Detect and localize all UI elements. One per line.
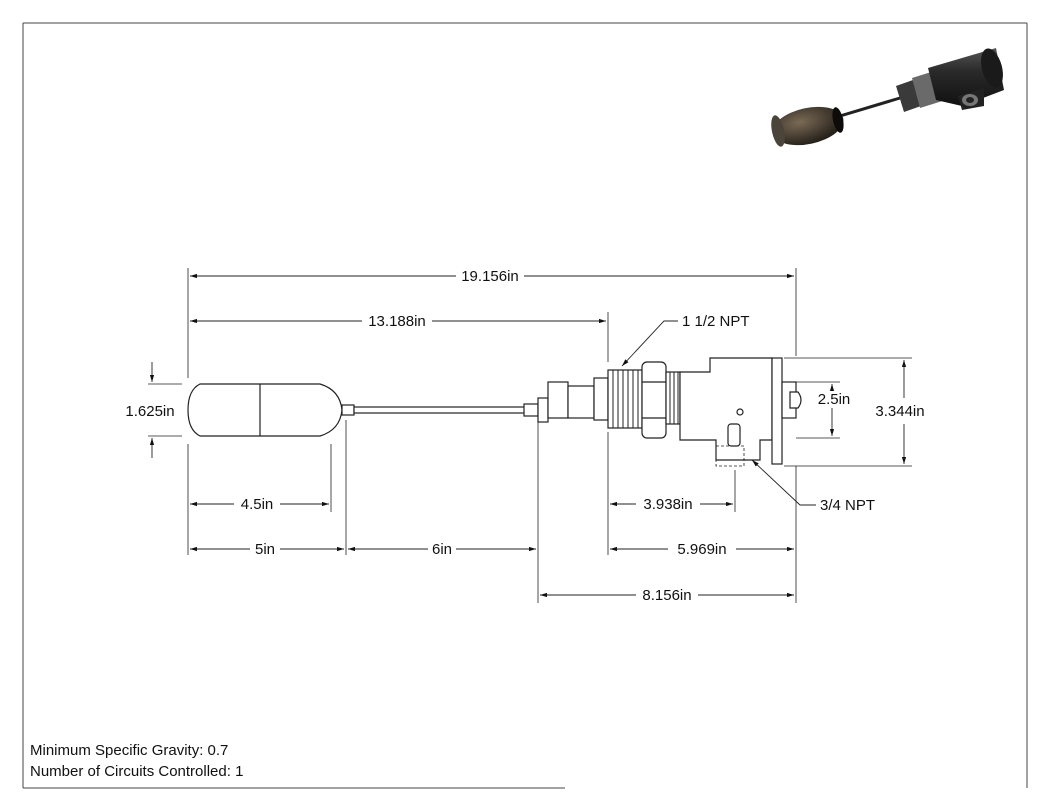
dim-stem-length: 6in [432, 541, 452, 558]
npt-thread [607, 369, 643, 429]
stem [353, 406, 527, 414]
dimension-labels: 19.156in 13.188in 1.625in 4.5in 5in 6in … [125, 268, 924, 604]
flange [771, 357, 783, 465]
dimension-lines [149, 273, 907, 598]
housing-hole [736, 408, 744, 416]
leader-process [621, 320, 678, 367]
housing [679, 357, 773, 461]
dim-float-section: 5in [255, 541, 275, 558]
dim-housing-height: 2.5in [818, 391, 851, 408]
fitting-step [593, 377, 609, 421]
dim-flange-height: 3.344in [875, 403, 924, 420]
neck-threads [669, 372, 679, 424]
adaptor [537, 397, 549, 423]
dim-fitting-to-conduit: 3.938in [643, 496, 692, 513]
conduit-port [715, 445, 745, 467]
note-specific-gravity: Minimum Specific Gravity: 0.7 [30, 742, 229, 759]
leader-conduit [751, 459, 816, 506]
isometric-product-render [771, 48, 1004, 147]
hex-nut [641, 361, 667, 439]
dim-float-diameter: 1.625in [125, 403, 174, 420]
float-switch-outline [187, 357, 802, 467]
extension-lines [148, 268, 912, 603]
adaptor-body [547, 381, 569, 419]
dim-float-length: 4.5in [241, 496, 274, 513]
float-body [187, 383, 343, 437]
float-collar [341, 404, 355, 416]
dim-overall-length: 19.156in [461, 268, 519, 285]
thread-lines [612, 370, 639, 428]
housing-slot [727, 423, 741, 447]
callout-conduit-connection: 3/4 NPT [820, 497, 875, 514]
note-circuits: Number of Circuits Controlled: 1 [30, 763, 244, 780]
dim-float-to-fitting: 13.188in [368, 313, 426, 330]
leader-lines [621, 320, 816, 506]
dim-fitting-to-end: 5.969in [677, 541, 726, 558]
flange-tab [789, 391, 802, 409]
spec-notes: Minimum Specific Gravity: 0.7 Number of … [30, 740, 243, 782]
border [22, 22, 1028, 789]
adaptor-step [567, 385, 595, 419]
callout-process-connection: 1 1/2 NPT [682, 313, 750, 330]
stem-collar [523, 403, 539, 417]
dim-collar-to-end: 8.156in [642, 587, 691, 604]
